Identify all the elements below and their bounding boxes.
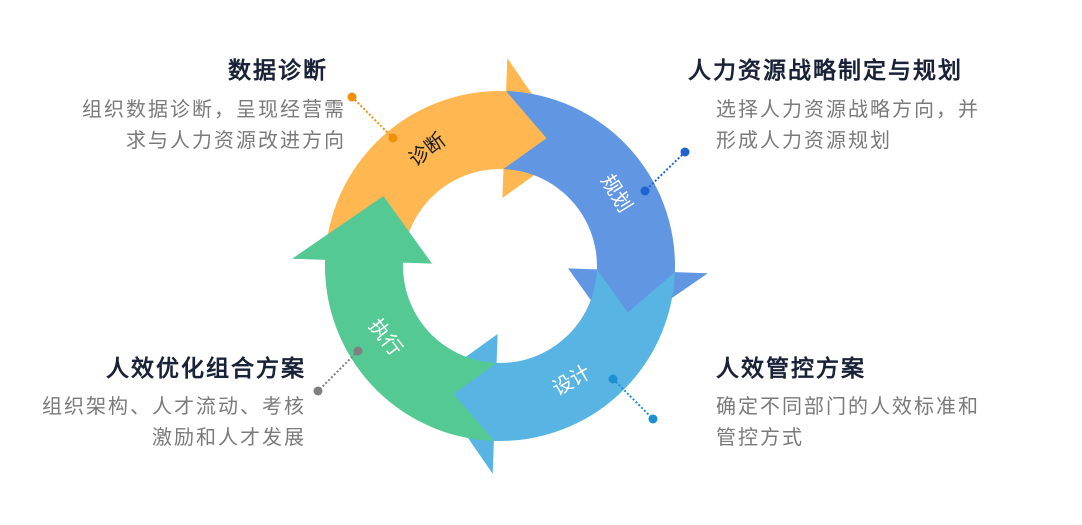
plan-connector-line <box>644 151 686 192</box>
execute-desc-line: 组织架构、人才流动、考核 <box>42 394 306 418</box>
plan-desc-line: 选择人力资源战略方向，并 <box>716 97 980 121</box>
plan-desc-line: 形成人力资源规划 <box>716 128 892 152</box>
design-connector-dot <box>648 414 658 424</box>
diagnose-description: 组织数据诊断，呈现经营需 求与人力资源改进方向 <box>82 94 346 156</box>
execute-connector-dot <box>353 346 363 356</box>
design-description: 确定不同部门的人效标准和 管控方式 <box>716 391 980 453</box>
plan-description: 选择人力资源战略方向，并 形成人力资源规划 <box>716 94 980 156</box>
design-connector-dot <box>608 374 618 384</box>
execute-connector-line <box>317 350 359 392</box>
plan-arrow <box>503 91 708 336</box>
diagnose-desc-line: 组织数据诊断，呈现经营需 <box>82 97 346 121</box>
execute-description: 组织架构、人才流动、考核 激励和人才发展 <box>42 391 306 453</box>
design-connector-line <box>612 378 654 420</box>
execute-desc-line: 激励和人才发展 <box>152 425 306 449</box>
diagnose-desc-line: 求与人力资源改进方向 <box>126 128 346 152</box>
execute-connector-dot <box>313 386 323 396</box>
design-title: 人效管控方案 <box>716 355 866 382</box>
plan-connector-dot <box>680 147 690 157</box>
design-arrow <box>430 269 675 474</box>
execute-title: 人效优化组合方案 <box>106 355 306 382</box>
diagnose-title: 数据诊断 <box>228 57 328 84</box>
plan-title: 人力资源战略制定与规划 <box>688 57 963 84</box>
design-desc-line: 管控方式 <box>716 425 804 449</box>
diagnose-connector-line <box>351 96 394 139</box>
diagnose-connector-dot <box>388 133 398 143</box>
plan-connector-dot <box>640 186 650 196</box>
design-desc-line: 确定不同部门的人效标准和 <box>716 394 980 418</box>
diagnose-connector-dot <box>347 92 357 102</box>
execute-arrow <box>292 196 497 441</box>
